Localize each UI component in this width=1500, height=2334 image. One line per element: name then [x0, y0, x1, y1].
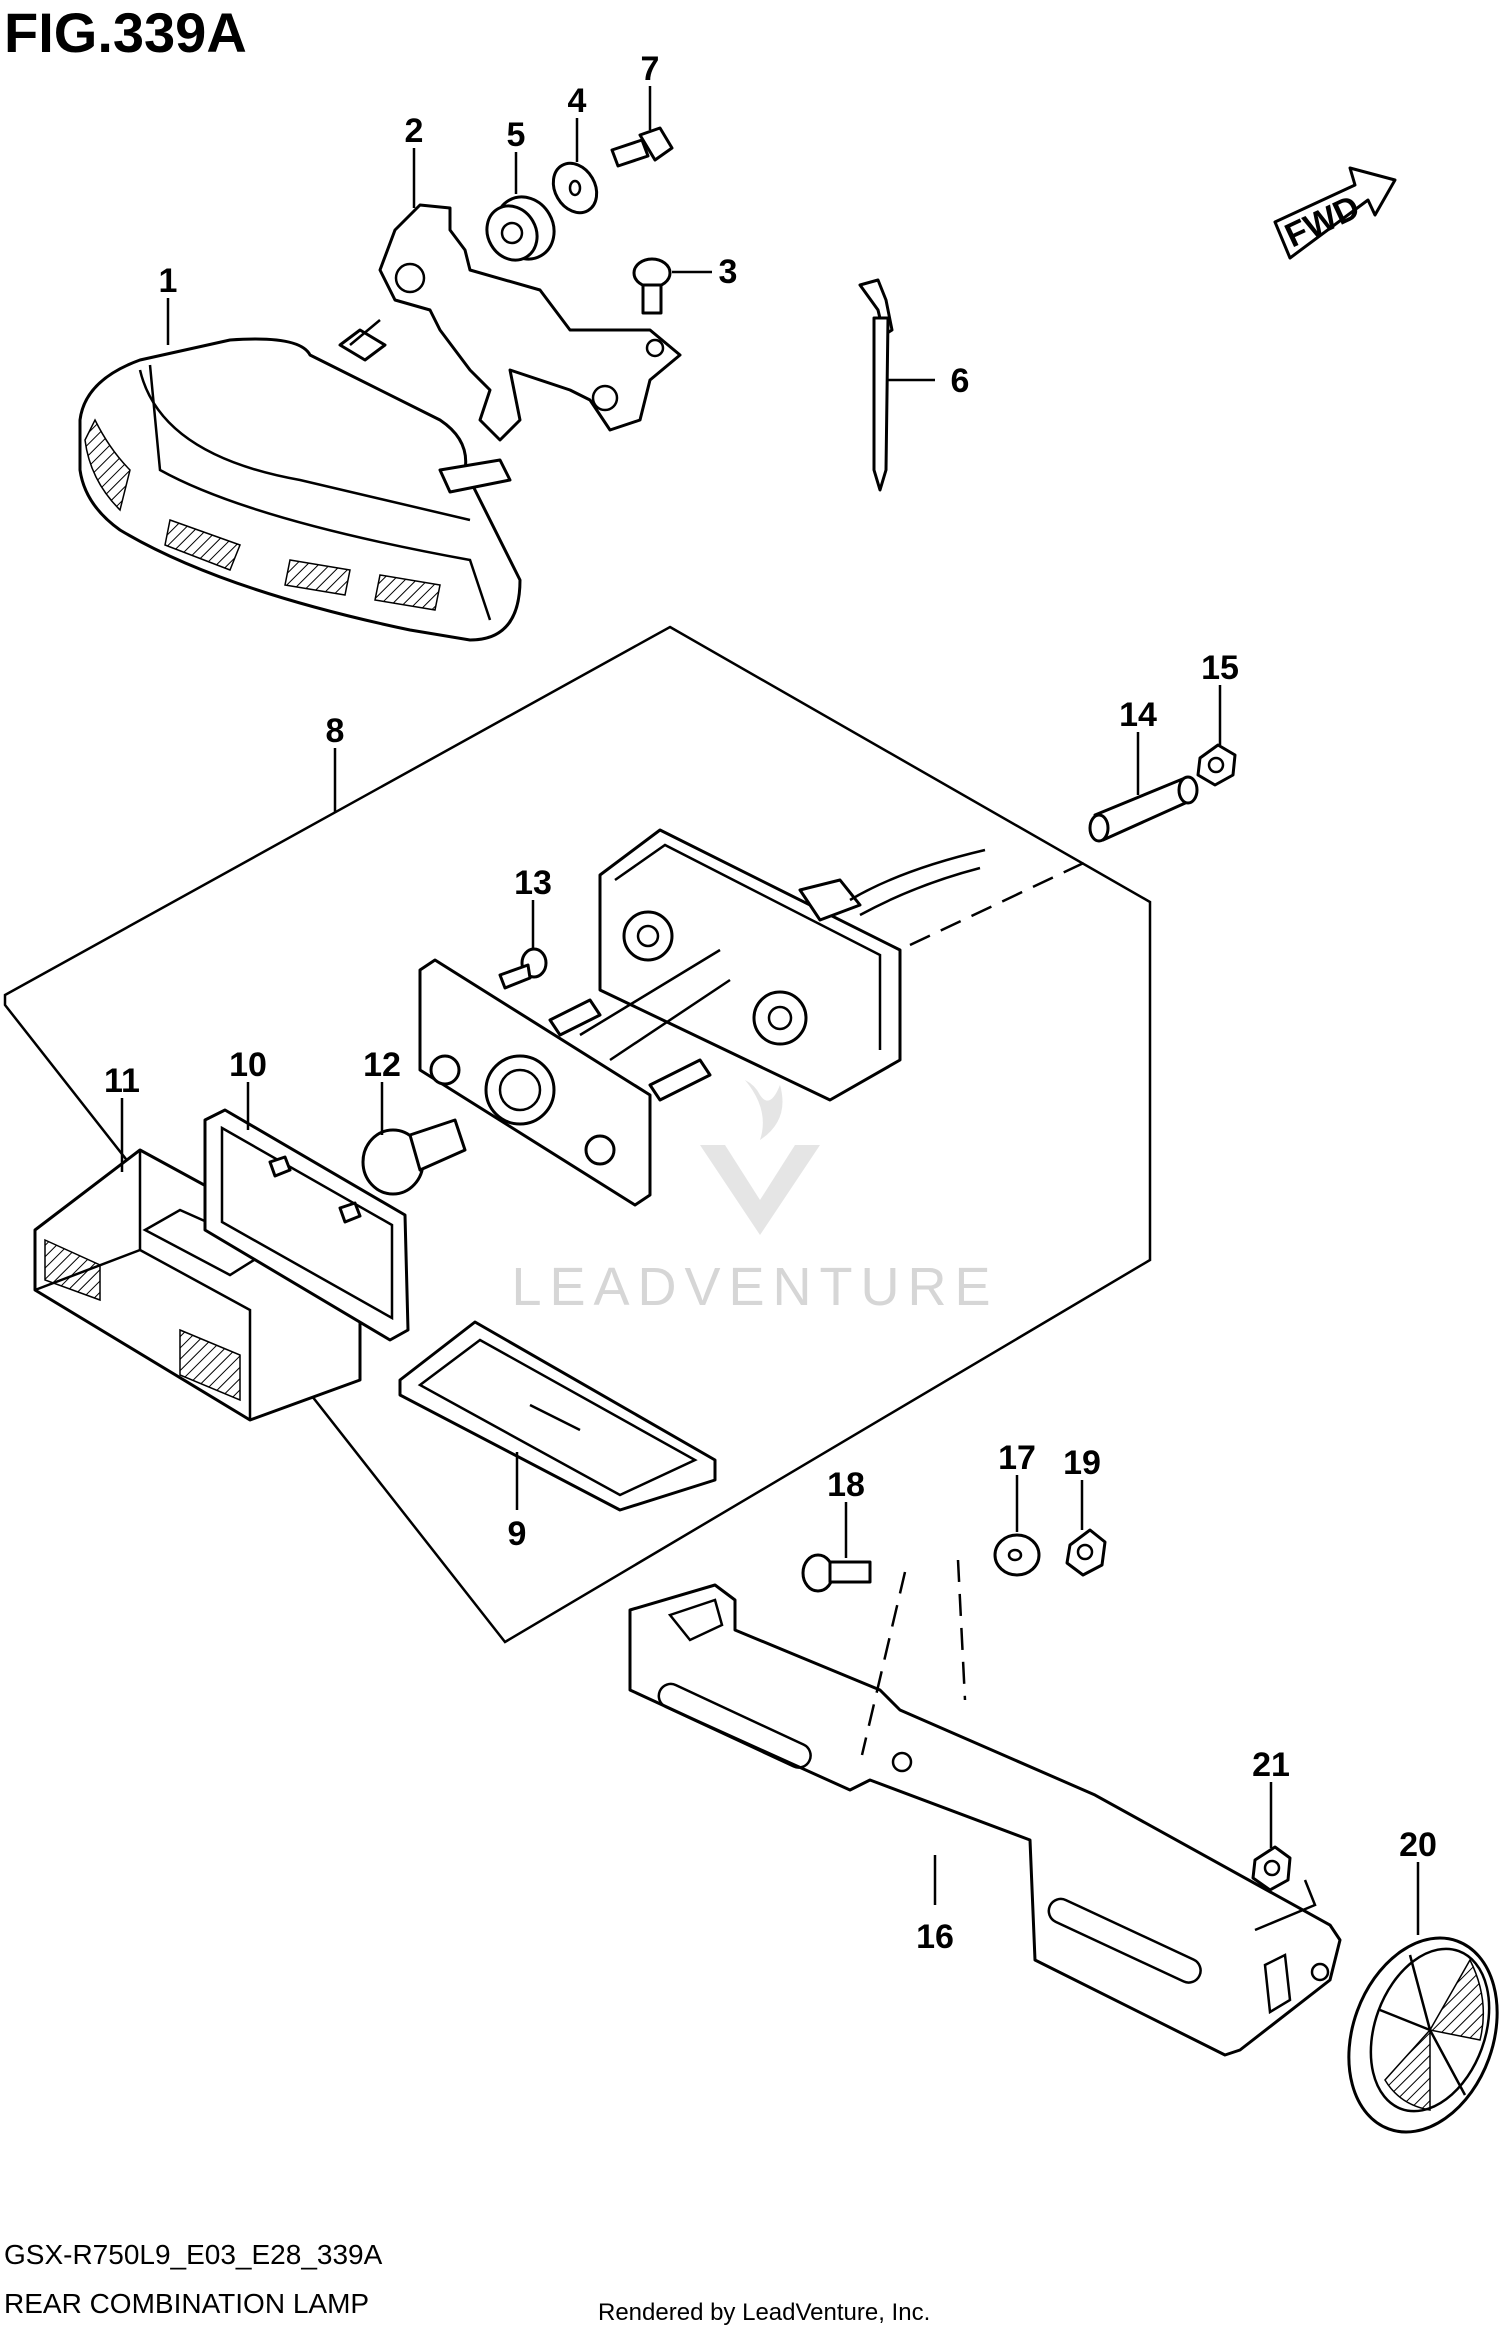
- dash-line-18: [860, 1571, 907, 1756]
- callout-17: 17: [998, 1439, 1036, 1477]
- part-12-bulb: [361, 1118, 467, 1196]
- section-name: REAR COMBINATION LAMP: [4, 2288, 369, 2319]
- part-7-bolt: [610, 126, 674, 168]
- callout-21: 21: [1252, 1746, 1290, 1784]
- model-code: GSX-R750L9_E03_E28_339A: [4, 2239, 383, 2270]
- part-5-grommet: [485, 195, 556, 262]
- fwd-arrow-icon: FWD: [1273, 166, 1397, 260]
- callout-12: 12: [363, 1046, 401, 1084]
- part-2-bracket: [378, 203, 682, 442]
- callout-7: 7: [641, 50, 660, 88]
- callout-9: 9: [508, 1515, 527, 1553]
- callout-8: 8: [326, 712, 345, 750]
- part-19-nut: [1065, 1528, 1107, 1577]
- dash-line-14: [909, 858, 1091, 947]
- callout-10: 10: [229, 1046, 267, 1084]
- callout-19: 19: [1063, 1444, 1101, 1482]
- part-21-nut: [1251, 1845, 1292, 1892]
- part-20-reflector: [1347, 1936, 1499, 2134]
- part-16-license-bracket: [628, 1583, 1342, 2057]
- part-17-washer: [993, 1533, 1041, 1577]
- callout-2: 2: [405, 112, 424, 150]
- callout-3: 3: [719, 253, 738, 291]
- callout-6: 6: [951, 362, 970, 400]
- part-14-spacer: [1088, 775, 1199, 843]
- callout-15: 15: [1201, 649, 1239, 687]
- part-3-screw: [632, 257, 672, 315]
- callout-5: 5: [507, 116, 526, 154]
- part-1-combination-lamp: [78, 319, 522, 642]
- fwd-label: FWD: [1279, 188, 1365, 255]
- callout-4: 4: [568, 82, 587, 120]
- dash-line-17: [956, 1559, 967, 1701]
- part-13-screw: [498, 947, 548, 990]
- socket-plate: [418, 948, 731, 1207]
- callout-14: 14: [1119, 696, 1157, 734]
- part-10-gasket: [203, 1108, 410, 1342]
- callout-18: 18: [827, 1466, 865, 1504]
- part-9-plate: [398, 1320, 717, 1512]
- callout-11: 11: [104, 1062, 140, 1100]
- part-15-nut: [1196, 743, 1237, 787]
- callout-20: 20: [1399, 1826, 1437, 1864]
- part-4-washer: [551, 161, 599, 215]
- callout-1: 1: [159, 262, 178, 300]
- watermark-text: LEADVENTURE: [511, 1257, 998, 1317]
- part-6-cable-tie: [858, 278, 894, 492]
- part-18-bolt: [801, 1553, 872, 1593]
- part-8-license-lamp-body: [598, 828, 986, 1102]
- assembly-boundary: [3, 625, 1152, 1644]
- figure-title: FIG.339A: [4, 1, 247, 64]
- render-credit: Rendered by LeadVenture, Inc.: [598, 2299, 930, 2326]
- callout-16: 16: [916, 1918, 954, 1956]
- dash-line-21: [1254, 1879, 1317, 1932]
- watermark-logo: [700, 1080, 820, 1235]
- callout-13: 13: [514, 864, 552, 902]
